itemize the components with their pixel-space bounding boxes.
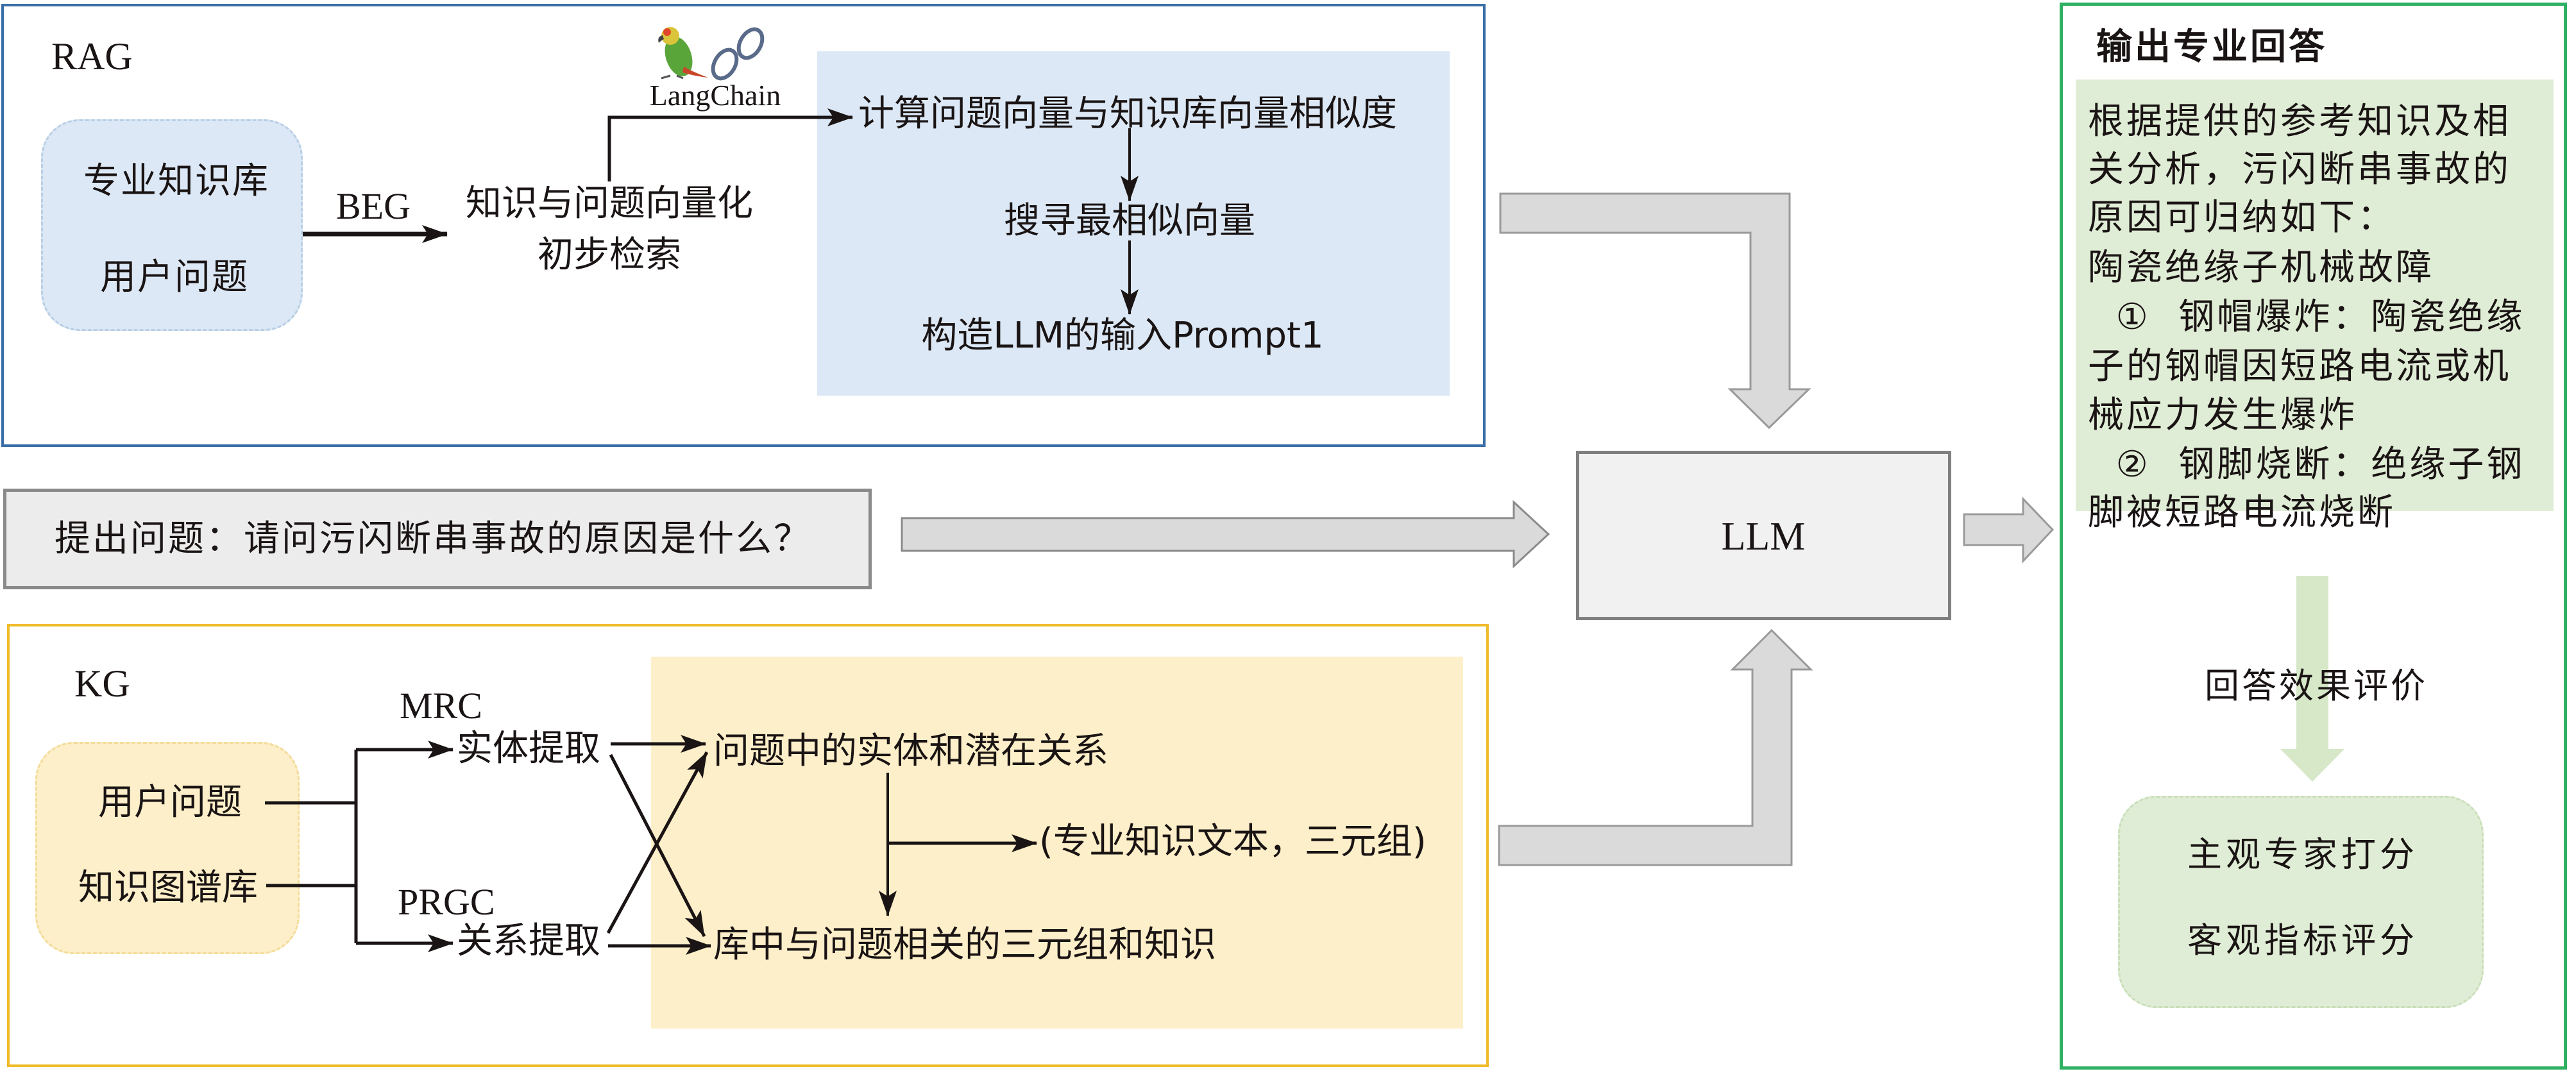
kg-source-user-question: 用户问题 — [98, 782, 242, 823]
kg-panel — [7, 624, 1489, 1067]
relation-extraction-label: 关系提取 — [457, 920, 600, 962]
answer-line: 根据提供的参考知识及相 — [2088, 101, 2511, 142]
answer-line: 脚被短路电流烧断 — [2088, 492, 2396, 534]
kg-results-panel — [651, 657, 1463, 1029]
kg-sources-box — [35, 742, 300, 954]
prompt-step: 构造LLM的输入Prompt1 — [921, 315, 1324, 357]
evaluation-label: 回答效果评价 — [2205, 666, 2428, 706]
vectorize-label: 知识与问题向量化 — [466, 183, 753, 224]
answer-line: 陶瓷绝缘子机械故障 — [2088, 247, 2434, 289]
search-step: 搜寻最相似向量 — [1004, 200, 1255, 242]
llm-to-output-arrow — [1963, 496, 2055, 564]
related-triples-result: 库中与问题相关的三元组和知识 — [713, 924, 1216, 966]
kg-source-knowledge-graph: 知识图谱库 — [78, 867, 258, 909]
beg-label: BEG — [336, 185, 411, 227]
expert-scoring: 主观专家打分 — [2187, 834, 2418, 875]
rag-source-user-question: 用户问题 — [100, 256, 249, 298]
answer-line: 子的钢帽因短路电流或机 — [2088, 346, 2511, 387]
rag-panel — [1, 4, 1486, 447]
evaluation-arrow — [2280, 576, 2344, 782]
llm-label: LLM — [1721, 515, 1806, 559]
parrot-icon — [658, 27, 708, 80]
answer-line: ① 钢帽爆炸：陶瓷绝缘 — [2088, 296, 2525, 338]
answer-line: 关分析，污闪断串事故的 — [2088, 149, 2511, 190]
output-title: 输出专业回答 — [2096, 26, 2327, 68]
evaluation-box — [2118, 796, 2484, 1008]
rag-source-knowledge-base: 专业知识库 — [83, 160, 269, 202]
rag-sources-box — [41, 119, 303, 331]
initial-retrieval-label: 初步检索 — [538, 234, 681, 276]
similarity-step: 计算问题向量与知识库向量相似度 — [858, 93, 1397, 135]
objective-metric-scoring: 客观指标评分 — [2187, 920, 2418, 961]
rag-retrieval-panel — [817, 51, 1450, 396]
question-to-llm-arrow — [901, 500, 1550, 569]
rag-title: RAG — [51, 35, 133, 78]
langchain-label: LangChain — [649, 79, 781, 112]
question-box — [3, 489, 872, 589]
llm-box — [1576, 451, 1951, 620]
question-text: 提出问题：请问污闪断串事故的原因是什么？ — [55, 518, 811, 560]
kg-to-llm-arrow — [1498, 628, 1813, 866]
langchain-connector — [607, 108, 853, 181]
answer-line: ② 钢脚烧断：绝缘子钢 — [2088, 444, 2525, 485]
answer-panel — [2076, 80, 2554, 511]
output-panel — [2060, 3, 2567, 1070]
chain-link-icon — [711, 27, 765, 81]
answer-line: 原因可归纳如下： — [2088, 197, 2396, 239]
rag-to-llm-arrow — [1499, 192, 1811, 430]
kg-title: KG — [74, 662, 130, 705]
entity-extraction-label: 实体提取 — [457, 728, 600, 769]
knowledge-text-triples-result: (专业知识文本，三元组) — [1039, 821, 1427, 862]
entities-relations-result: 问题中的实体和潜在关系 — [713, 730, 1108, 772]
prgc-label: PRGC — [398, 881, 495, 923]
answer-line: 械应力发生爆炸 — [2088, 394, 2357, 436]
mrc-label: MRC — [400, 685, 482, 727]
relation-to-entities-arrow — [606, 751, 709, 934]
